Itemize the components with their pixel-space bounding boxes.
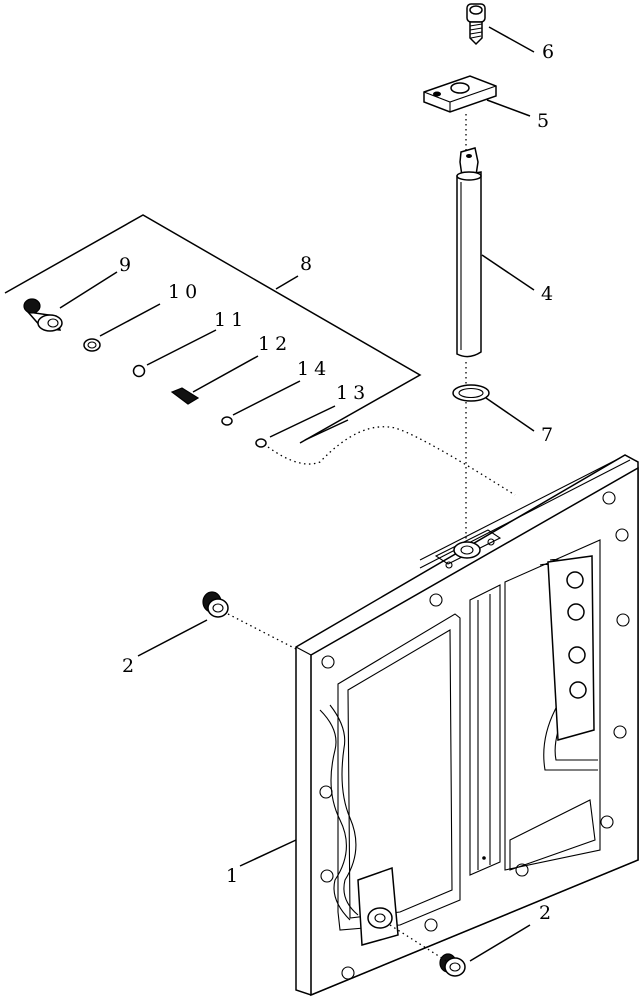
kit-8-bracket [4, 214, 422, 444]
part-5-block [423, 75, 497, 113]
callout-6: 6 [542, 41, 559, 63]
callout-4: 4 [541, 283, 558, 305]
callout-5: 5 [537, 110, 554, 132]
callout-2-bottom: 2 [539, 902, 556, 924]
callout-8: 8 [300, 253, 317, 275]
callout-10: 10 [168, 281, 202, 303]
callout-1: 1 [226, 865, 243, 887]
part-12-setscrew [170, 387, 200, 405]
part-11-ball [132, 364, 146, 378]
callout-9: 9 [119, 254, 136, 276]
callout-14: 14 [297, 358, 331, 380]
leader-lines [59, 26, 535, 962]
callout-12: 12 [258, 333, 292, 355]
part-2-plug-top [202, 591, 229, 618]
callout-13: 13 [336, 382, 370, 404]
part-13-oring [255, 438, 267, 448]
callout-11: 11 [214, 309, 248, 331]
part-1-cover-plate [295, 454, 639, 997]
part-4-shaft [456, 147, 482, 358]
part-2-plug-bottom [439, 953, 466, 977]
assembly-dotted-lines [227, 114, 516, 963]
part-10-washer [83, 338, 101, 352]
part-14-oring [221, 416, 233, 426]
part-6-screw [466, 3, 486, 46]
callout-labels: 6 5 4 7 8 9 10 11 12 14 13 2 1 2 [119, 41, 559, 924]
callout-7: 7 [541, 424, 558, 446]
callout-2-top: 2 [122, 655, 139, 677]
part-9-fitting [23, 298, 63, 332]
part-7-oring [452, 384, 490, 402]
